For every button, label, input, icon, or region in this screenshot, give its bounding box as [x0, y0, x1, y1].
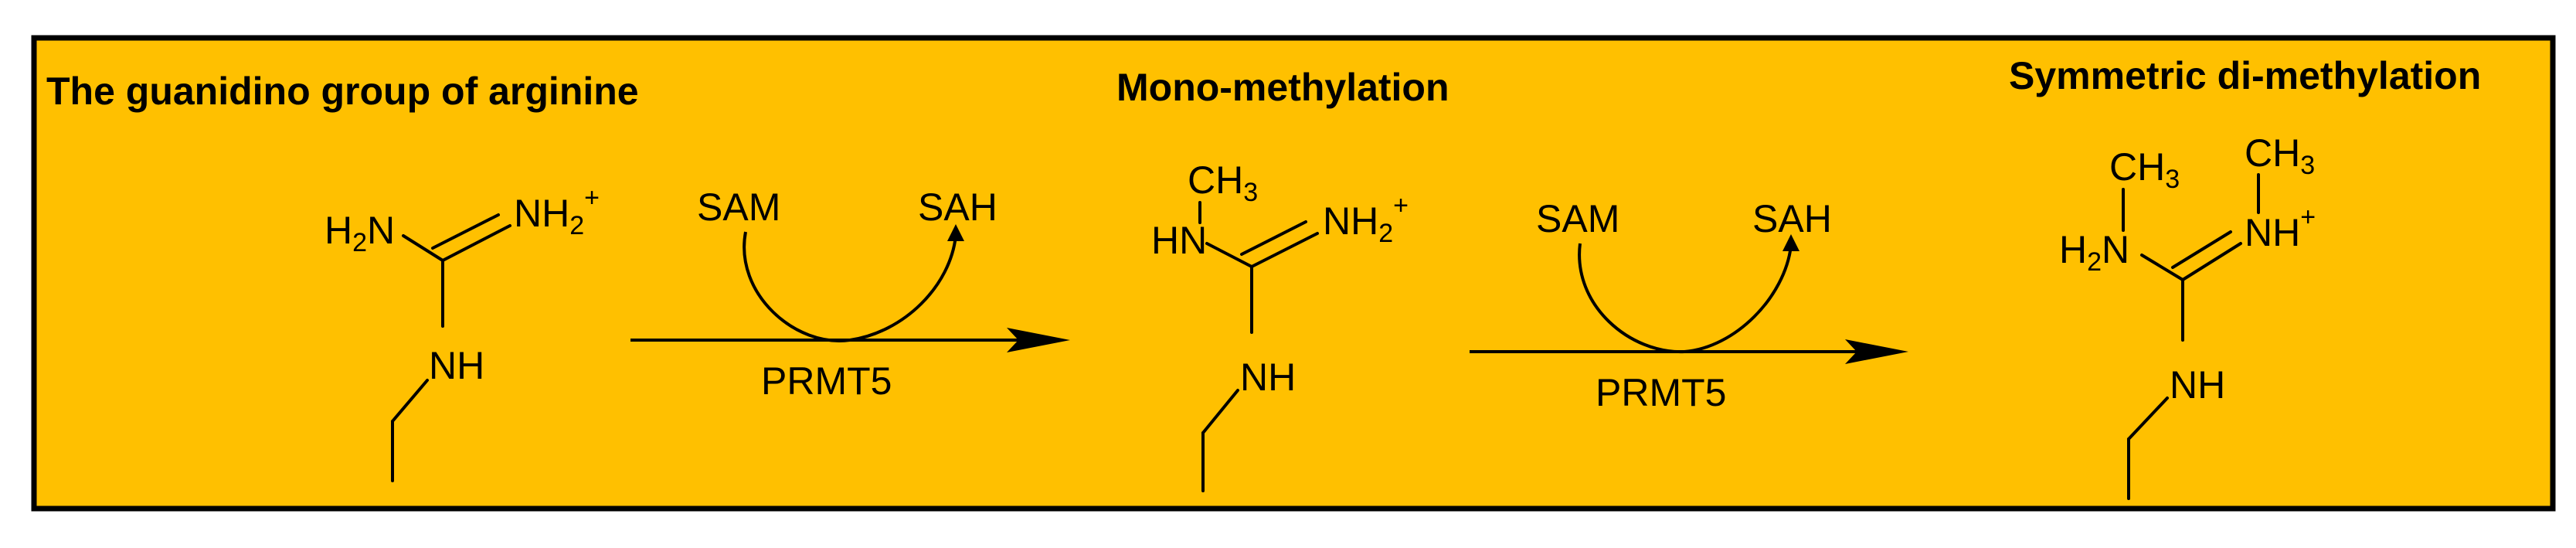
- label-ch3: CH3: [1188, 158, 1258, 207]
- reaction-2: SAM SAH PRMT5: [1470, 197, 1908, 414]
- bond: [1250, 232, 1319, 268]
- bond: [1240, 220, 1307, 256]
- label-h2n: H2N: [2059, 228, 2129, 277]
- arrowhead: [1845, 339, 1908, 364]
- label-nh: NH: [2170, 363, 2225, 407]
- label-ch3-left: CH3: [2109, 145, 2180, 194]
- title-mono-methylation: Mono-methylation: [1116, 66, 1449, 109]
- label-nh2-plus: NH2+: [514, 183, 600, 240]
- structure-sdma: CH3 CH3 H2N NH+ NH: [2059, 131, 2316, 500]
- label-hn: HN: [1151, 219, 1207, 262]
- bond: [2171, 230, 2232, 269]
- structure-mono-methyl: CH3 HN NH2+ NH: [1151, 158, 1409, 492]
- label-sam: SAM: [1536, 197, 1619, 240]
- title-symmetric-dimethylation: Symmetric di-methylation: [2009, 54, 2481, 97]
- label-sam: SAM: [697, 186, 780, 229]
- bond: [391, 379, 429, 423]
- label-enzyme: PRMT5: [761, 359, 892, 403]
- bond: [2181, 242, 2242, 281]
- arc-arrowhead: [947, 224, 964, 241]
- label-nh2-plus: NH2+: [1323, 191, 1409, 248]
- label-ch3-right: CH3: [2245, 131, 2315, 180]
- bond: [2127, 397, 2169, 441]
- title-arginine: The guanidino group of arginine: [46, 70, 639, 113]
- reaction-1: SAM SAH PRMT5: [630, 186, 1070, 403]
- panel-background: [31, 35, 2556, 512]
- bond: [2140, 254, 2184, 281]
- bond: [402, 234, 444, 262]
- label-sah: SAH: [918, 186, 997, 229]
- label-enzyme: PRMT5: [1596, 371, 1726, 414]
- label-sah: SAH: [1752, 197, 1832, 240]
- label-h2n: H2N: [325, 209, 395, 257]
- bond: [1201, 389, 1239, 434]
- arc-arrowhead: [1782, 234, 1799, 251]
- structure-arginine: H2N NH2+ NH: [325, 183, 600, 482]
- arrowhead: [1007, 328, 1070, 352]
- label-nh: NH: [1240, 356, 1296, 399]
- bond: [441, 224, 511, 262]
- label-nh-plus: NH+: [2245, 203, 2316, 254]
- bond: [431, 213, 500, 250]
- bond: [1205, 242, 1253, 268]
- label-nh: NH: [429, 344, 484, 387]
